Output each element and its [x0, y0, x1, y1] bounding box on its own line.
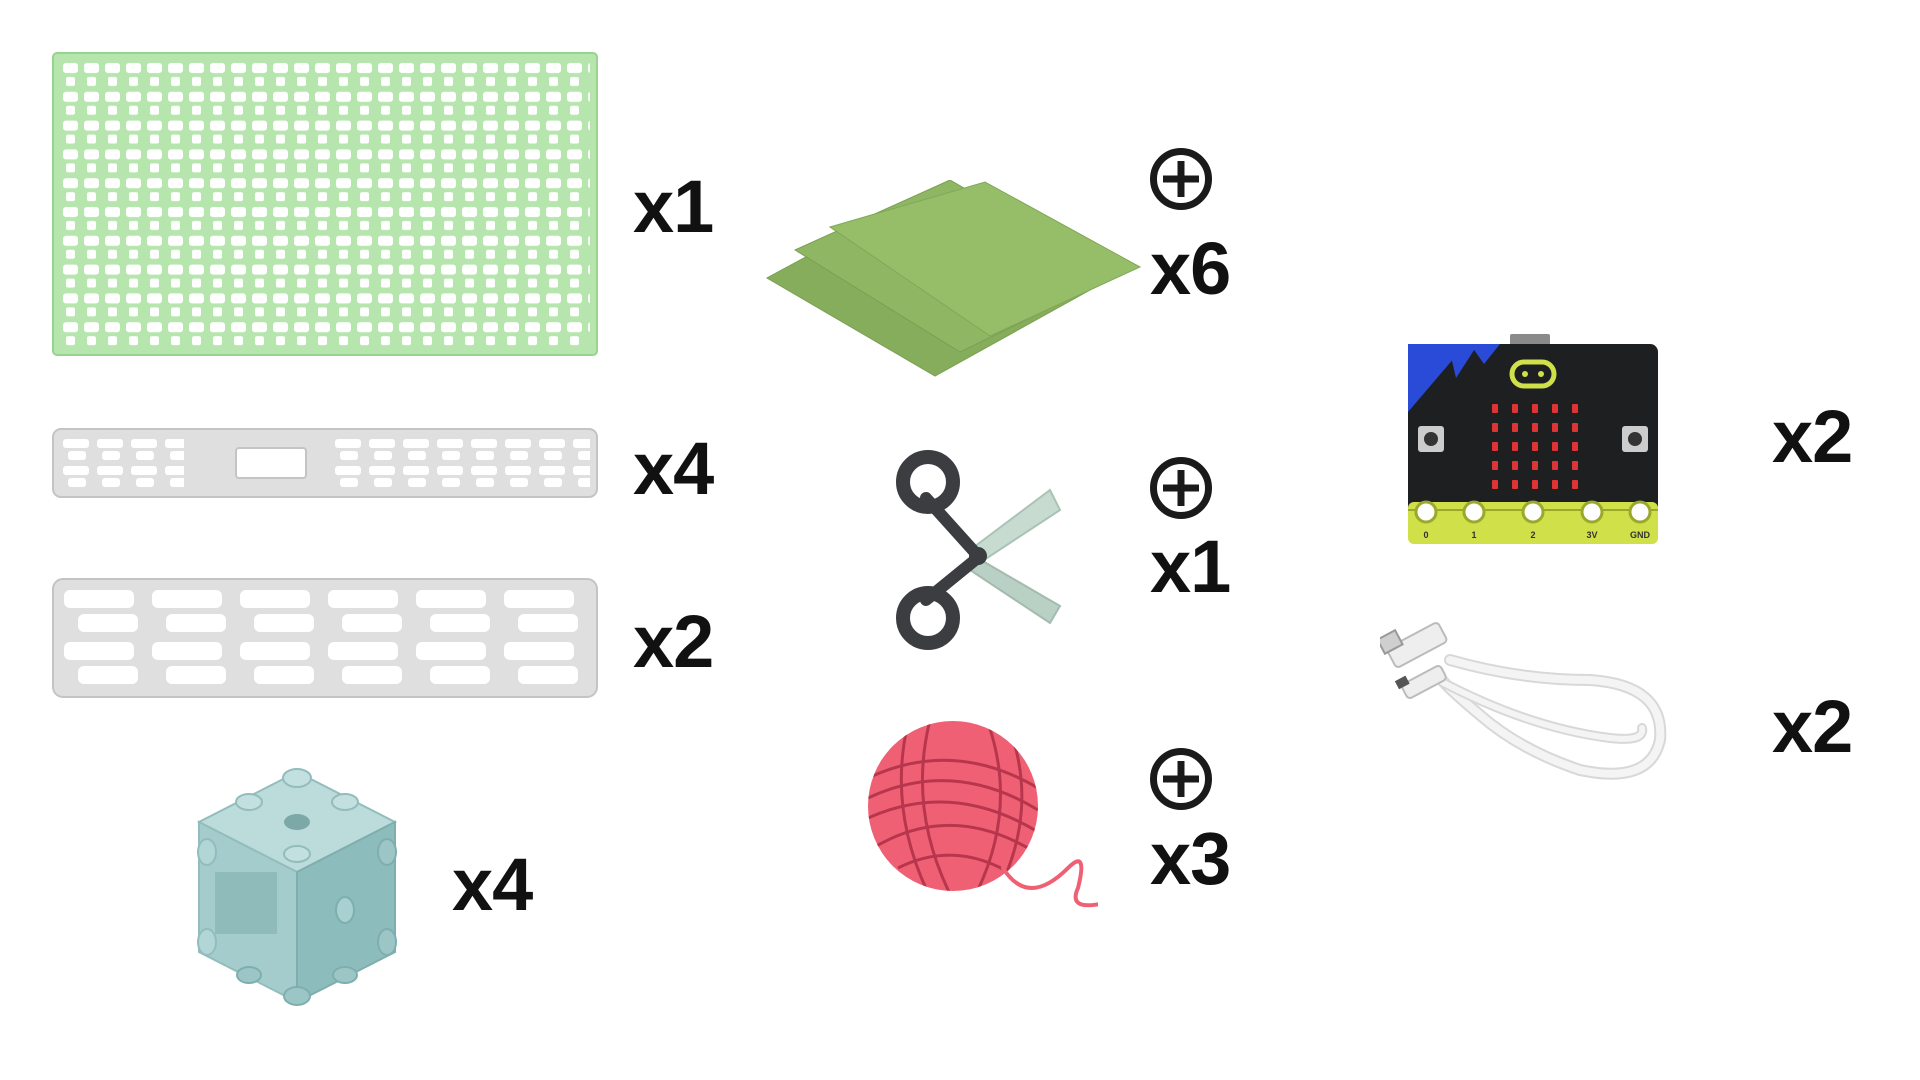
connector-cube-icon	[196, 768, 398, 1006]
quantity-label-yarn: x3	[1150, 817, 1231, 900]
yarn-ball-icon	[868, 721, 1098, 908]
led	[1492, 442, 1498, 451]
quantity-label-short-strip: x4	[633, 427, 714, 510]
pin-label-2: 2	[1530, 530, 1535, 540]
quantity-label-paper: x6	[1150, 227, 1231, 310]
pin-label-1: 1	[1471, 530, 1476, 540]
plus-circle-icon	[1150, 457, 1212, 519]
connector-cube	[185, 760, 410, 1010]
pin-label-0: 0	[1423, 530, 1428, 540]
green-grid-plate	[52, 52, 598, 356]
led	[1552, 423, 1558, 432]
led	[1552, 404, 1558, 413]
paper-sheets	[765, 180, 1145, 380]
led	[1492, 404, 1498, 413]
led	[1512, 461, 1518, 470]
microbit-board-icon: 0 1 2 3V GND	[1408, 334, 1658, 544]
plus-circle-icon	[1150, 748, 1212, 810]
quantity-label-scissors: x1	[1150, 525, 1231, 608]
led	[1512, 442, 1518, 451]
led	[1572, 461, 1578, 470]
led	[1512, 404, 1518, 413]
yarn-ball	[868, 718, 1098, 908]
pin-label-gnd: GND	[1630, 530, 1651, 540]
led	[1552, 442, 1558, 451]
quantity-label-long-strip: x2	[633, 600, 714, 683]
usb-cable	[1380, 620, 1670, 790]
led	[1492, 480, 1498, 489]
quantity-label-grid-plate: x1	[633, 165, 714, 248]
led	[1532, 461, 1538, 470]
pin-label-3v: 3V	[1586, 530, 1597, 540]
grey-strip-short	[52, 428, 598, 498]
quantity-label-usb-cable: x2	[1772, 685, 1853, 768]
paper-sheets-icon	[765, 180, 1142, 377]
microbit-board: 0 1 2 3V GND	[1408, 334, 1658, 544]
led	[1492, 423, 1498, 432]
led	[1492, 461, 1498, 470]
led	[1532, 442, 1538, 451]
led	[1552, 461, 1558, 470]
led	[1532, 404, 1538, 413]
green-grid-plate-icon	[52, 52, 598, 356]
scissors	[892, 448, 1067, 653]
grey-strip-long	[52, 578, 598, 698]
led	[1512, 423, 1518, 432]
led	[1572, 423, 1578, 432]
grey-strip-short-icon	[52, 428, 598, 498]
led	[1512, 480, 1518, 489]
led	[1572, 442, 1578, 451]
led	[1572, 404, 1578, 413]
led	[1532, 480, 1538, 489]
led-matrix	[1492, 404, 1578, 489]
grey-strip-long-icon	[52, 578, 598, 698]
led	[1572, 480, 1578, 489]
usb-cable-icon	[1380, 622, 1667, 780]
scissors-icon	[896, 450, 1062, 650]
quantity-label-microbit: x2	[1772, 395, 1853, 478]
quantity-label-cube: x4	[452, 843, 533, 926]
led	[1532, 423, 1538, 432]
led	[1552, 480, 1558, 489]
plus-circle-icon	[1150, 148, 1212, 210]
